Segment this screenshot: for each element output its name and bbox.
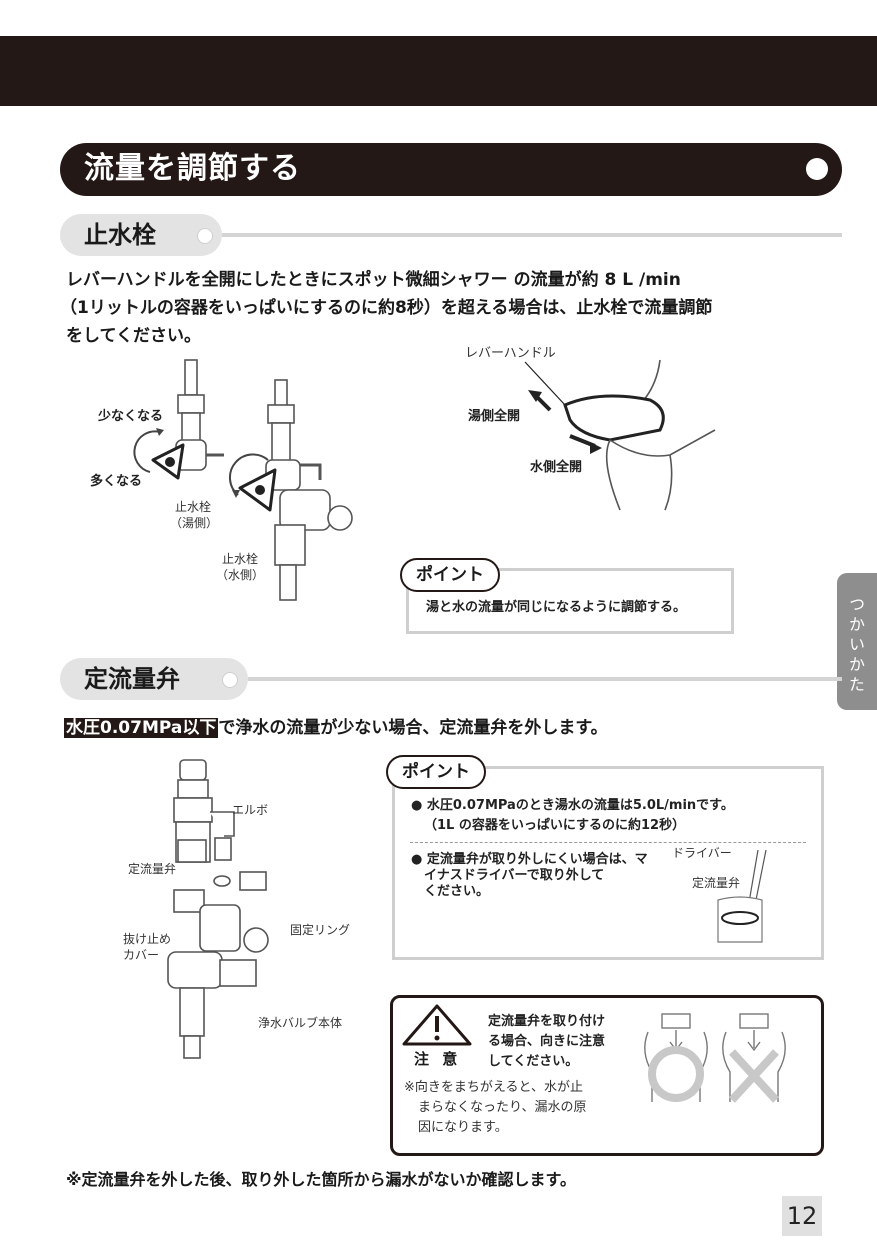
caution-text: 定流量弁を取り付け — [488, 1014, 606, 1029]
label-flow-valve: 定流量弁 — [128, 862, 177, 876]
point-tag: ポイント — [386, 755, 486, 789]
side-tab — [837, 573, 877, 710]
driver-illustration — [717, 849, 767, 943]
label-lever: レバーハンドル — [465, 346, 556, 361]
label-flow-valve-small: 定流量弁 — [692, 876, 741, 890]
label-valve-hot-side: （湯側） — [170, 516, 219, 530]
body-rest: で浄水の流量が少ない場合、定流量弁を外します。 — [218, 718, 608, 738]
point-text: イナスドライバーで取り外して — [424, 868, 605, 883]
caution-note: まらなくなったり、漏水の原 — [418, 1100, 587, 1115]
body-line: レバーハンドルを全開にしたときにスポット微細シャワー の流量が約 8 L /mi… — [66, 270, 681, 290]
point-text: ● 水圧0.07MPaのとき湯水の流量は5.0L/minです。 — [411, 798, 734, 813]
caution-text: る場合、向きに注意 — [488, 1034, 606, 1049]
section-divider — [248, 677, 842, 681]
top-header-bar — [0, 36, 877, 106]
page-number: 12 — [782, 1196, 822, 1236]
title-dot-icon — [806, 158, 828, 180]
label-fixing-ring: 固定リング — [290, 923, 351, 937]
section-divider — [222, 233, 842, 237]
label-cold-full: 水側全開 — [530, 460, 583, 475]
point-text: 湯と水の流量が同じになるように調節する。 — [426, 600, 687, 615]
warning-triangle-icon — [402, 1004, 472, 1046]
caution-note: 因になります。 — [418, 1120, 508, 1135]
point-text: （1L の容器をいっぱいにするのに約12秒） — [424, 818, 686, 833]
body-line: （1リットルの容器をいっぱいにするのに約8秒）を超える場合は、止水栓で流量調節 — [60, 298, 713, 318]
label-cover: 抜け止め — [123, 932, 172, 946]
point-text: ください。 — [424, 884, 490, 899]
point-text: ● 定流量弁が取り外しにくい場合は、マ — [411, 852, 648, 867]
stop-valve-illustration — [133, 359, 353, 601]
section-heading-pill — [60, 658, 248, 700]
caution-label: 注 意 — [414, 1050, 462, 1068]
side-tab-label: つかいかた — [846, 596, 865, 696]
body-line: 水圧0.07MPa以下で浄水の流量が少ない場合、定流量弁を外します。 — [64, 714, 608, 742]
point-divider — [410, 842, 806, 843]
section-heading-flow-valve: 定流量弁 — [84, 665, 180, 693]
section-dot-icon — [197, 228, 213, 244]
label-driver: ドライバー — [672, 846, 732, 860]
label-hot-full: 湯側全開 — [468, 409, 521, 424]
orientation-diagram — [644, 1013, 786, 1103]
label-cover-2: カバー — [123, 948, 160, 962]
label-valve-cold: 止水栓 — [222, 552, 259, 566]
section-heading-stop-valve: 止水栓 — [84, 221, 156, 249]
label-valve-body: 浄水バルブ本体 — [258, 1016, 343, 1030]
lever-handle-illustration — [524, 359, 716, 511]
pressure-highlight: 水圧0.07MPa以下 — [64, 718, 219, 738]
label-valve-hot: 止水栓 — [175, 500, 212, 514]
page-title: 流量を調節する — [84, 151, 301, 186]
point-tag: ポイント — [400, 558, 500, 592]
flow-valve-illustration — [167, 759, 269, 1059]
label-valve-cold-side: （水側） — [216, 568, 265, 582]
label-elbow: エルボ — [232, 803, 269, 817]
footer-note: ※定流量弁を外した後、取り外した箇所から漏水がないか確認します。 — [66, 1170, 576, 1189]
section-dot-icon — [222, 672, 238, 688]
label-more: 多くなる — [90, 474, 143, 489]
label-less: 少なくなる — [98, 409, 164, 424]
body-line: をしてください。 — [66, 326, 201, 346]
caution-text: してください。 — [488, 1054, 579, 1069]
page-title-bar — [60, 143, 842, 196]
caution-note: ※向きをまちがえると、水が止 — [404, 1080, 583, 1095]
section-heading-pill — [60, 214, 222, 256]
